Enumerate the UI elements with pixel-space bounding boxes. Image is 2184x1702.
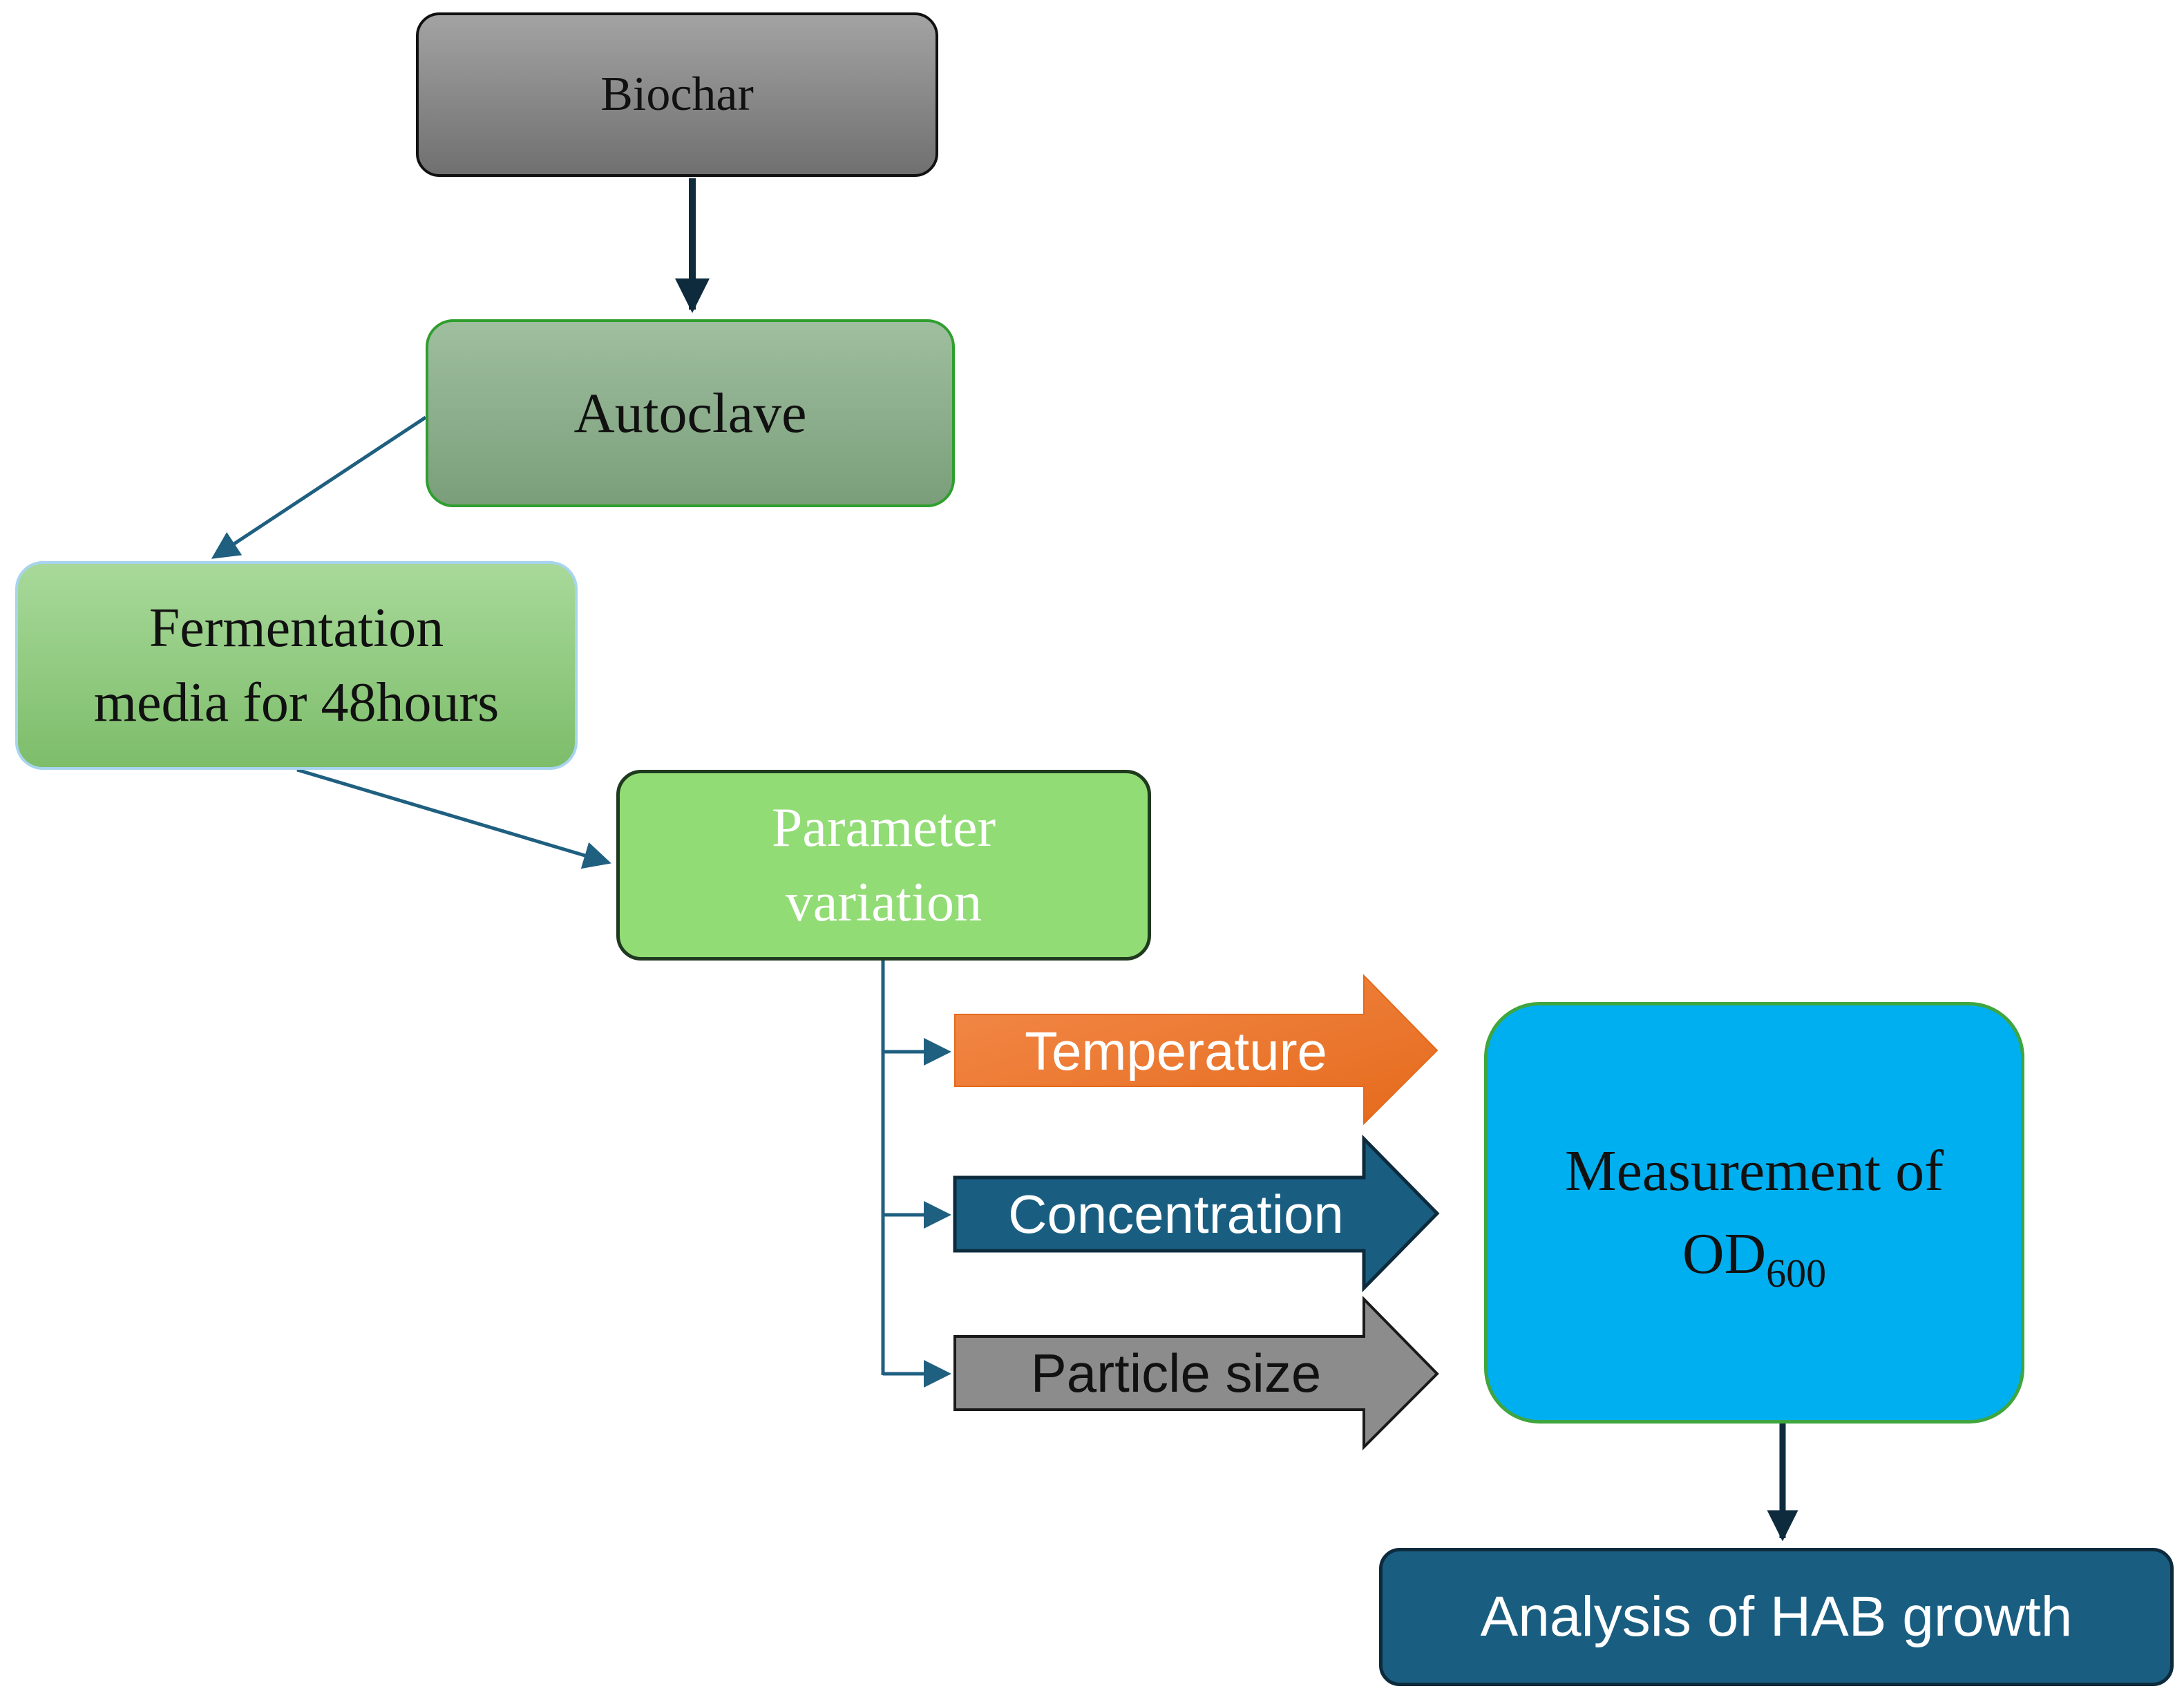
concentration-label: Concentration <box>1008 1183 1344 1245</box>
od-text: OD <box>1682 1222 1767 1286</box>
fermentation-label-line1: Fermentation <box>149 598 444 659</box>
particle-size-label: Particle size <box>1030 1342 1322 1403</box>
arrow-autoclave-to-fermentation <box>211 415 427 559</box>
biochar-label: Biochar <box>600 68 754 121</box>
measurement-label-line1: Measurement of <box>1564 1139 1944 1203</box>
temperature-label: Temperature <box>1025 1020 1327 1081</box>
analysis-node: Analysis of HAB growth <box>1379 1548 2174 1686</box>
autoclave-label: Autoclave <box>573 381 807 444</box>
fermentation-node: Fermentation media for 48hours <box>15 561 578 770</box>
fermentation-label-line2: media for 48hours <box>93 672 500 733</box>
analysis-label: Analysis of HAB growth <box>1480 1585 2073 1648</box>
arrow-fermentation-to-parameter <box>296 768 611 869</box>
parameter-label-line1: Parameter <box>771 797 996 858</box>
particle-size-block-arrow <box>953 1296 1439 1450</box>
measurement-label-line2: OD600 <box>1565 1213 1944 1296</box>
measurement-node: Measurement of OD600 <box>1484 1002 2024 1424</box>
parameter-label-line2: variation <box>785 872 982 933</box>
od-subscript: 600 <box>1766 1251 1827 1296</box>
autoclave-node: Autoclave <box>426 319 955 507</box>
temperature-block-arrow <box>954 974 1438 1126</box>
biochar-node: Biochar <box>416 12 938 177</box>
concentration-block-arrow <box>953 1134 1440 1293</box>
parameter-variation-node: Parameter variation <box>616 770 1151 961</box>
